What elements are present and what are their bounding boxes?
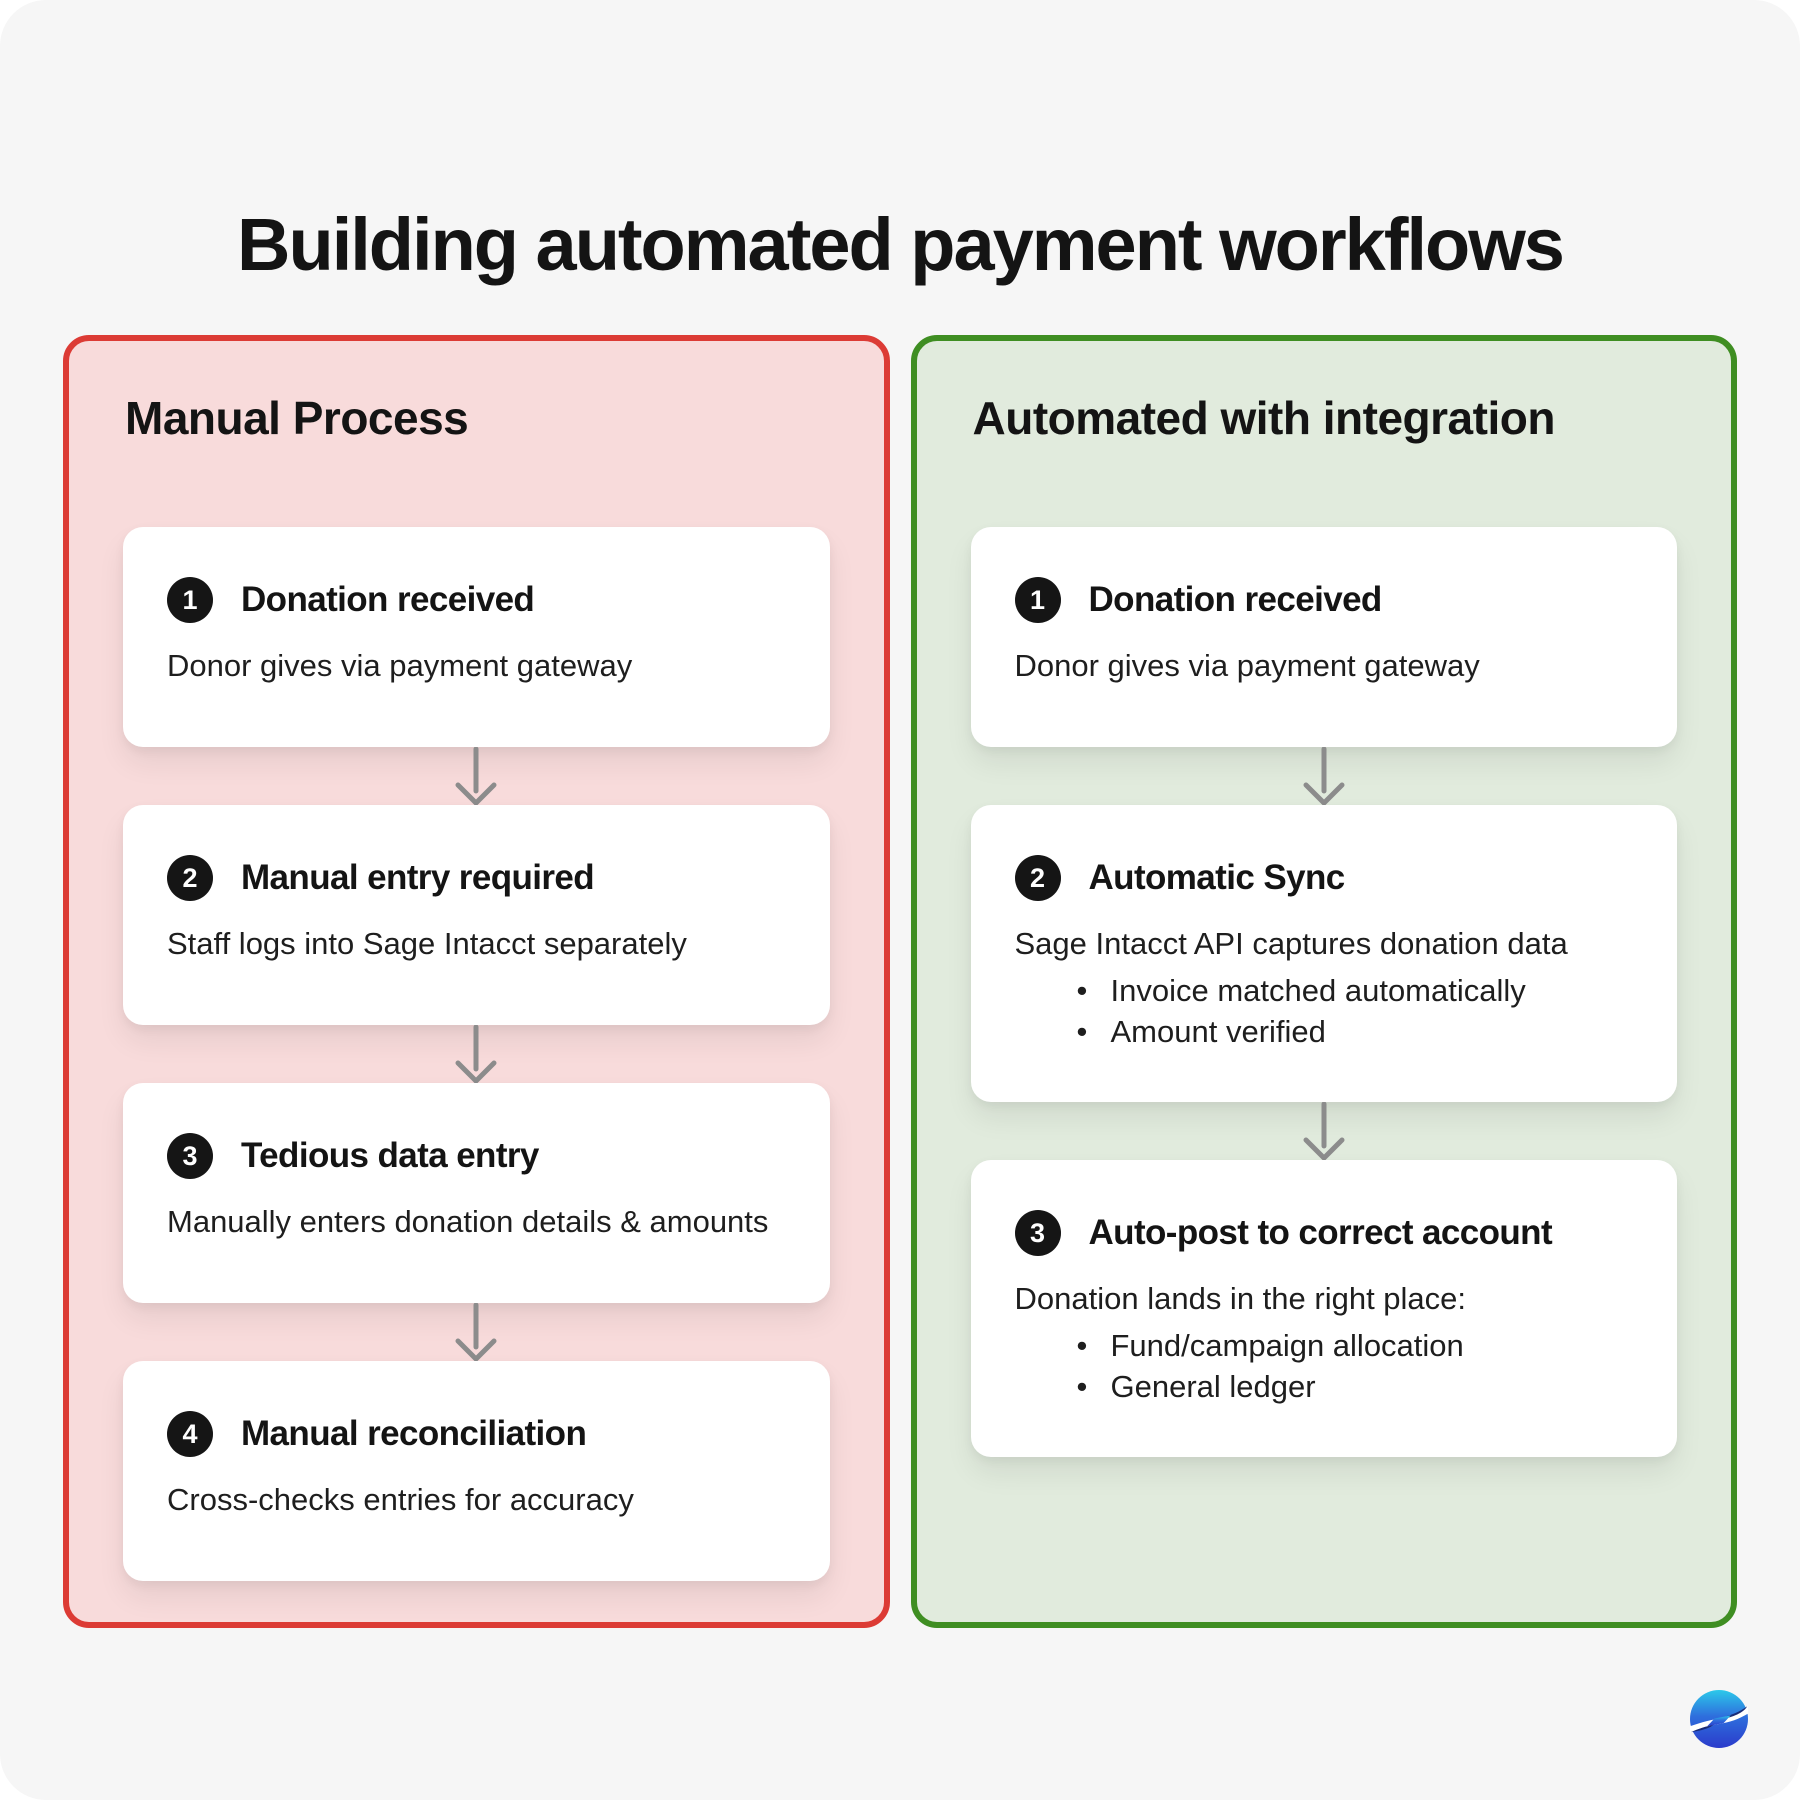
down-arrow-icon bbox=[123, 1303, 830, 1361]
step-title-row: 1 Donation received bbox=[1014, 577, 1634, 623]
step-description: Donor gives via payment gateway bbox=[167, 648, 633, 683]
bullet-item: Amount verified bbox=[1015, 1011, 1634, 1052]
step-number-badge: 3 bbox=[167, 1133, 213, 1179]
down-arrow-icon bbox=[971, 1102, 1678, 1160]
step-number-badge: 1 bbox=[1014, 577, 1061, 623]
step-bullet-list: Fund/campaign allocationGeneral ledger bbox=[1015, 1325, 1634, 1407]
down-arrow-icon bbox=[123, 1025, 830, 1083]
step-title: Manual entry required bbox=[241, 858, 595, 897]
step-description: Donor gives via payment gateway bbox=[1014, 648, 1480, 683]
bullet-item: General ledger bbox=[1015, 1366, 1634, 1407]
page-title: Building automated payment workflows bbox=[237, 202, 1565, 286]
step-bullet-list: Invoice matched automaticallyAmount veri… bbox=[1015, 970, 1634, 1052]
step-description: Donation lands in the right place: bbox=[1014, 1281, 1467, 1316]
step-description: Sage Intacct API captures donation data bbox=[1014, 926, 1568, 961]
step-title-row: 1 Donation received bbox=[167, 577, 786, 623]
automated-panel-heading: Automated with integration bbox=[972, 392, 1556, 444]
step-number-badge: 2 bbox=[167, 855, 213, 901]
step-number-badge: 3 bbox=[1014, 1210, 1061, 1256]
step-title-row: 2 Manual entry required bbox=[167, 855, 786, 901]
step-description: Staff logs into Sage Intacct separately bbox=[167, 926, 687, 961]
bullet-item: Invoice matched automatically bbox=[1015, 970, 1634, 1011]
down-arrow-icon bbox=[971, 747, 1678, 805]
step-title-row: 3 Auto-post to correct account bbox=[1014, 1210, 1634, 1256]
step-title-row: 2 Automatic Sync bbox=[1014, 855, 1634, 901]
step-description: Cross-checks entries for accuracy bbox=[167, 1482, 634, 1517]
step-title: Tedious data entry bbox=[241, 1136, 539, 1175]
automated-panel: Automated with integration 1 Donation rece… bbox=[910, 335, 1737, 1628]
step-number-badge: 1 bbox=[167, 577, 213, 623]
lightning-circle-logo bbox=[1690, 1690, 1748, 1748]
step-title: Donation received bbox=[1088, 580, 1383, 619]
step-title: Donation received bbox=[241, 580, 535, 619]
manual-panel-heading: Manual Process bbox=[125, 392, 469, 444]
step-title-row: 3 Tedious data entry bbox=[167, 1133, 786, 1179]
step-title: Auto-post to correct account bbox=[1088, 1213, 1553, 1252]
step-title: Manual reconciliation bbox=[241, 1414, 587, 1453]
step-description: Manually enters donation details & amoun… bbox=[167, 1204, 769, 1239]
down-arrow-icon bbox=[123, 747, 830, 805]
step-title-row: 4 Manual reconciliation bbox=[167, 1411, 786, 1457]
step-number-badge: 4 bbox=[167, 1411, 213, 1457]
step-number-badge: 2 bbox=[1014, 855, 1061, 901]
bullet-item: Fund/campaign allocation bbox=[1015, 1325, 1634, 1366]
step-title: Automatic Sync bbox=[1088, 858, 1346, 897]
